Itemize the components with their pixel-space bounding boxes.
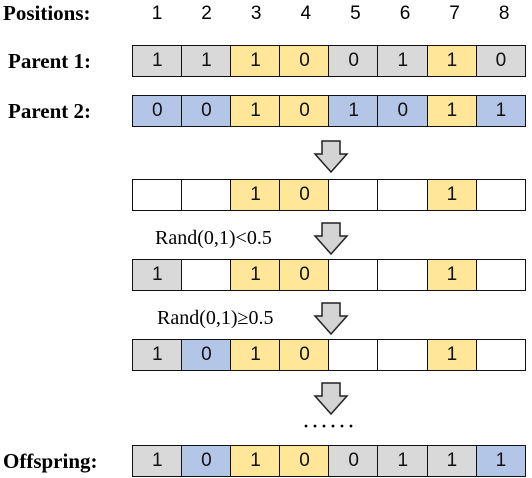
rand-greater-equal-label: Rand(0,1)≥0.5	[157, 307, 274, 329]
gene-cell	[377, 259, 429, 291]
gene-cell: 0	[279, 445, 330, 477]
gene-cell: 0	[377, 95, 429, 127]
gene-cell: 1	[475, 445, 527, 477]
rand-less-than-label: Rand(0,1)<0.5	[155, 227, 272, 249]
gene-cell: 1	[426, 179, 478, 211]
gene-cell: 1	[328, 95, 379, 127]
position-number: 1	[151, 3, 163, 24]
gene-cell: 1	[426, 95, 478, 127]
position-number: 6	[399, 3, 411, 24]
gene-cell: 0	[279, 339, 330, 371]
position-number: 4	[300, 3, 312, 24]
ellipsis-dots: ······	[302, 414, 356, 440]
gene-cell: 1	[377, 45, 429, 77]
position-number: 8	[498, 3, 510, 24]
gene-cell	[328, 339, 379, 371]
gene-cell: 1	[426, 445, 478, 477]
gene-cell: 1	[230, 259, 281, 291]
gene-cell	[377, 339, 429, 371]
gene-cell	[181, 179, 232, 211]
gene-cell: 1	[426, 339, 478, 371]
gene-cell: 0	[328, 45, 379, 77]
gene-cell: 1	[230, 445, 281, 477]
gene-cell: 0	[181, 445, 232, 477]
gene-cell: 1	[475, 95, 527, 127]
gene-cell	[475, 179, 527, 211]
positions-label: Positions:	[3, 1, 91, 25]
gene-cell: 0	[181, 339, 232, 371]
parent1-label: Parent 1:	[8, 49, 92, 73]
parent2-label: Parent 2:	[8, 99, 92, 123]
gene-cell: 1	[230, 179, 281, 211]
gene-cell	[328, 259, 379, 291]
gene-cell	[475, 339, 527, 371]
down-arrow-icon	[313, 222, 349, 256]
gene-cell	[475, 259, 527, 291]
gene-cell	[377, 179, 429, 211]
gene-cell: 0	[279, 45, 330, 77]
position-number: 2	[201, 3, 212, 24]
gene-cell: 0	[475, 45, 527, 77]
down-arrow-icon	[313, 382, 349, 416]
gene-cell: 1	[230, 95, 281, 127]
gene-cell: 1	[132, 339, 183, 371]
position-number: 7	[449, 3, 460, 24]
gene-cell: 1	[230, 339, 281, 371]
gene-cell: 0	[279, 95, 330, 127]
gene-cell: 1	[426, 45, 478, 77]
gene-cell: 1	[132, 45, 183, 77]
gene-cell	[181, 259, 232, 291]
gene-cell: 0	[279, 179, 330, 211]
gene-cell: 1	[230, 45, 281, 77]
gene-cell	[328, 179, 379, 211]
gene-cell: 0	[181, 95, 232, 127]
position-number: 5	[350, 3, 361, 24]
gene-cell: 0	[132, 95, 183, 127]
position-number: 3	[250, 3, 262, 24]
gene-cell: 1	[132, 259, 183, 291]
gene-cell: 0	[279, 259, 330, 291]
gene-cell	[132, 179, 183, 211]
gene-cell: 1	[181, 45, 232, 77]
down-arrow-icon	[313, 140, 349, 174]
offspring-label: Offspring:	[3, 449, 98, 473]
gene-cell: 1	[377, 445, 429, 477]
gene-cell: 1	[132, 445, 183, 477]
down-arrow-icon	[313, 302, 349, 336]
gene-cell: 1	[426, 259, 478, 291]
gene-cell: 0	[328, 445, 379, 477]
